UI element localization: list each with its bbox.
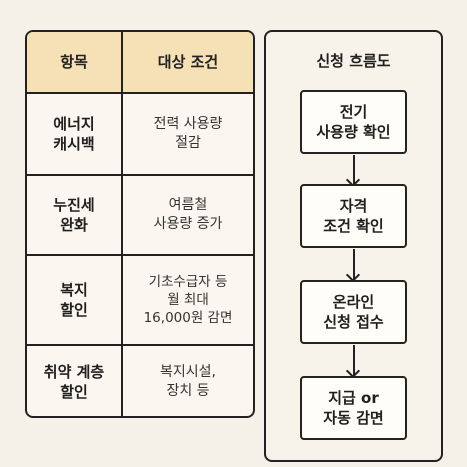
table-row: 에너지 캐시백 전력 사용량 절감 — [27, 94, 253, 174]
flow-title: 신청 흐름도 — [316, 52, 391, 70]
row-item: 누진세 완화 — [27, 176, 123, 254]
flow-panel: 신청 흐름도 전기 사용량 확인 자격 조건 확인 온라인 신청 접수 지급 o… — [264, 30, 443, 462]
benefit-table: 항목 대상 조건 에너지 캐시백 전력 사용량 절감 누진세 완화 여름철 사용… — [25, 30, 255, 418]
row-condition: 여름철 사용량 증가 — [153, 197, 223, 232]
divider — [27, 344, 253, 346]
table-row: 복지 할인 기초수급자 등 월 최대 16,000원 감면 — [27, 256, 253, 344]
flow-step: 전기 사용량 확인 — [300, 90, 407, 154]
row-item: 에너지 캐시백 — [27, 94, 123, 174]
table-row: 취약 계층 할인 복지시설, 장치 등 — [27, 346, 253, 416]
flow-step: 지급 or 자동 감면 — [300, 376, 407, 440]
arrow-down-icon — [353, 249, 355, 279]
row-condition: 전력 사용량 절감 — [153, 116, 223, 151]
divider — [27, 92, 253, 94]
header-item: 항목 — [27, 32, 123, 92]
flow-step: 온라인 신청 접수 — [300, 280, 407, 344]
row-item: 취약 계층 할인 — [27, 346, 123, 416]
row-condition: 복지시설, 장치 등 — [160, 364, 216, 399]
table-header-row: 항목 대상 조건 — [27, 32, 253, 92]
arrow-down-icon — [353, 345, 355, 375]
flow-step: 자격 조건 확인 — [300, 184, 407, 248]
row-item: 복지 할인 — [27, 256, 123, 344]
arrow-down-icon — [353, 155, 355, 184]
row-condition: 기초수급자 등 월 최대 16,000원 감면 — [143, 273, 233, 327]
divider — [27, 174, 253, 176]
header-condition: 대상 조건 — [157, 52, 219, 71]
table-row: 누진세 완화 여름철 사용량 증가 — [27, 176, 253, 254]
divider — [27, 254, 253, 256]
